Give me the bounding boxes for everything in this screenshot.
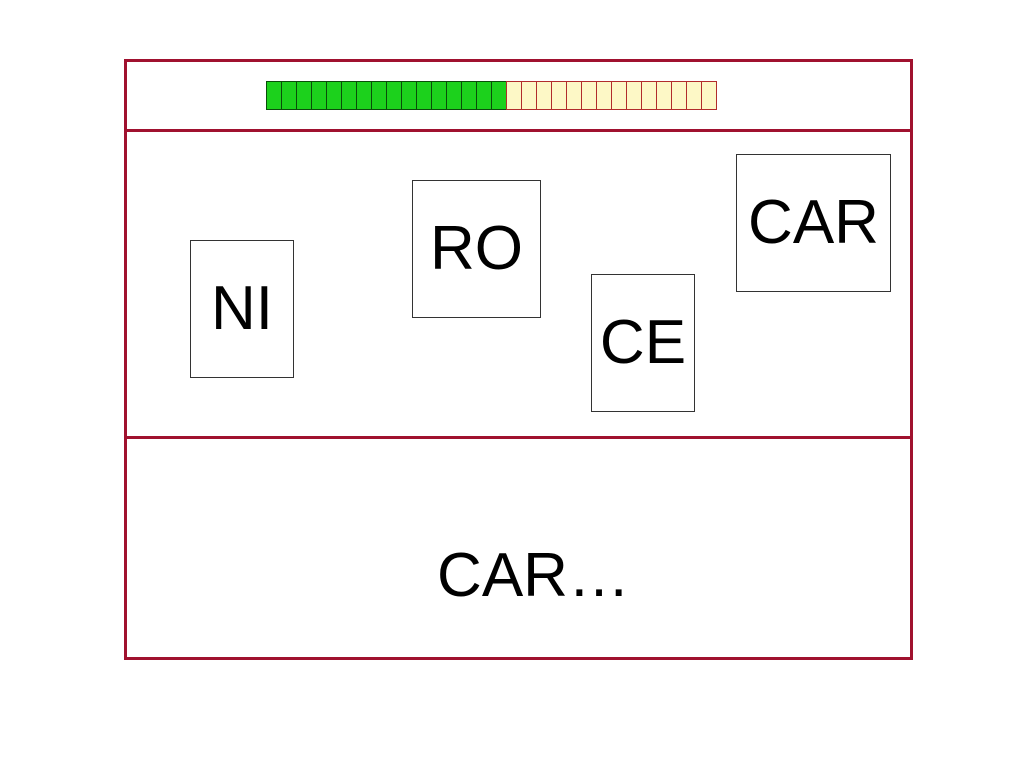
progress-segment-filled [416, 81, 432, 110]
progress-segment-filled [491, 81, 507, 110]
progress-segment-filled [281, 81, 297, 110]
progress-segment-filled [356, 81, 372, 110]
progress-segment-filled [296, 81, 312, 110]
progress-segment-empty [521, 81, 537, 110]
syllable-card-car[interactable]: CAR [736, 154, 891, 292]
progress-segment-filled [386, 81, 402, 110]
progress-segment-empty [671, 81, 687, 110]
answer-area: CAR… [127, 439, 910, 657]
progress-segment-filled [371, 81, 387, 110]
progress-segment-empty [611, 81, 627, 110]
syllable-card-ce[interactable]: CE [591, 274, 695, 412]
header-divider [127, 129, 910, 132]
progress-segment-empty [506, 81, 522, 110]
progress-segment-filled [311, 81, 327, 110]
progress-segment-empty [641, 81, 657, 110]
progress-segment-filled [476, 81, 492, 110]
answer-divider [127, 436, 910, 439]
progress-segment-filled [266, 81, 282, 110]
progress-segment-filled [401, 81, 417, 110]
progress-segment-empty [686, 81, 702, 110]
progress-segment-filled [461, 81, 477, 110]
progress-segment-empty [566, 81, 582, 110]
progress-segment-empty [536, 81, 552, 110]
progress-segment-empty [701, 81, 717, 110]
progress-segment-filled [446, 81, 462, 110]
progress-segment-empty [581, 81, 597, 110]
progress-segment-empty [656, 81, 672, 110]
progress-segment-filled [326, 81, 342, 110]
progress-segment-empty [626, 81, 642, 110]
progress-segment-filled [341, 81, 357, 110]
progress-segment-empty [596, 81, 612, 110]
progress-segment-filled [431, 81, 447, 110]
game-frame: NI RO CE CAR CAR… [124, 59, 913, 660]
syllable-card-ni[interactable]: NI [190, 240, 294, 378]
syllable-card-ro[interactable]: RO [412, 180, 541, 318]
progress-bar [266, 81, 717, 112]
progress-segment-empty [551, 81, 567, 110]
answer-text: CAR… [437, 541, 630, 610]
